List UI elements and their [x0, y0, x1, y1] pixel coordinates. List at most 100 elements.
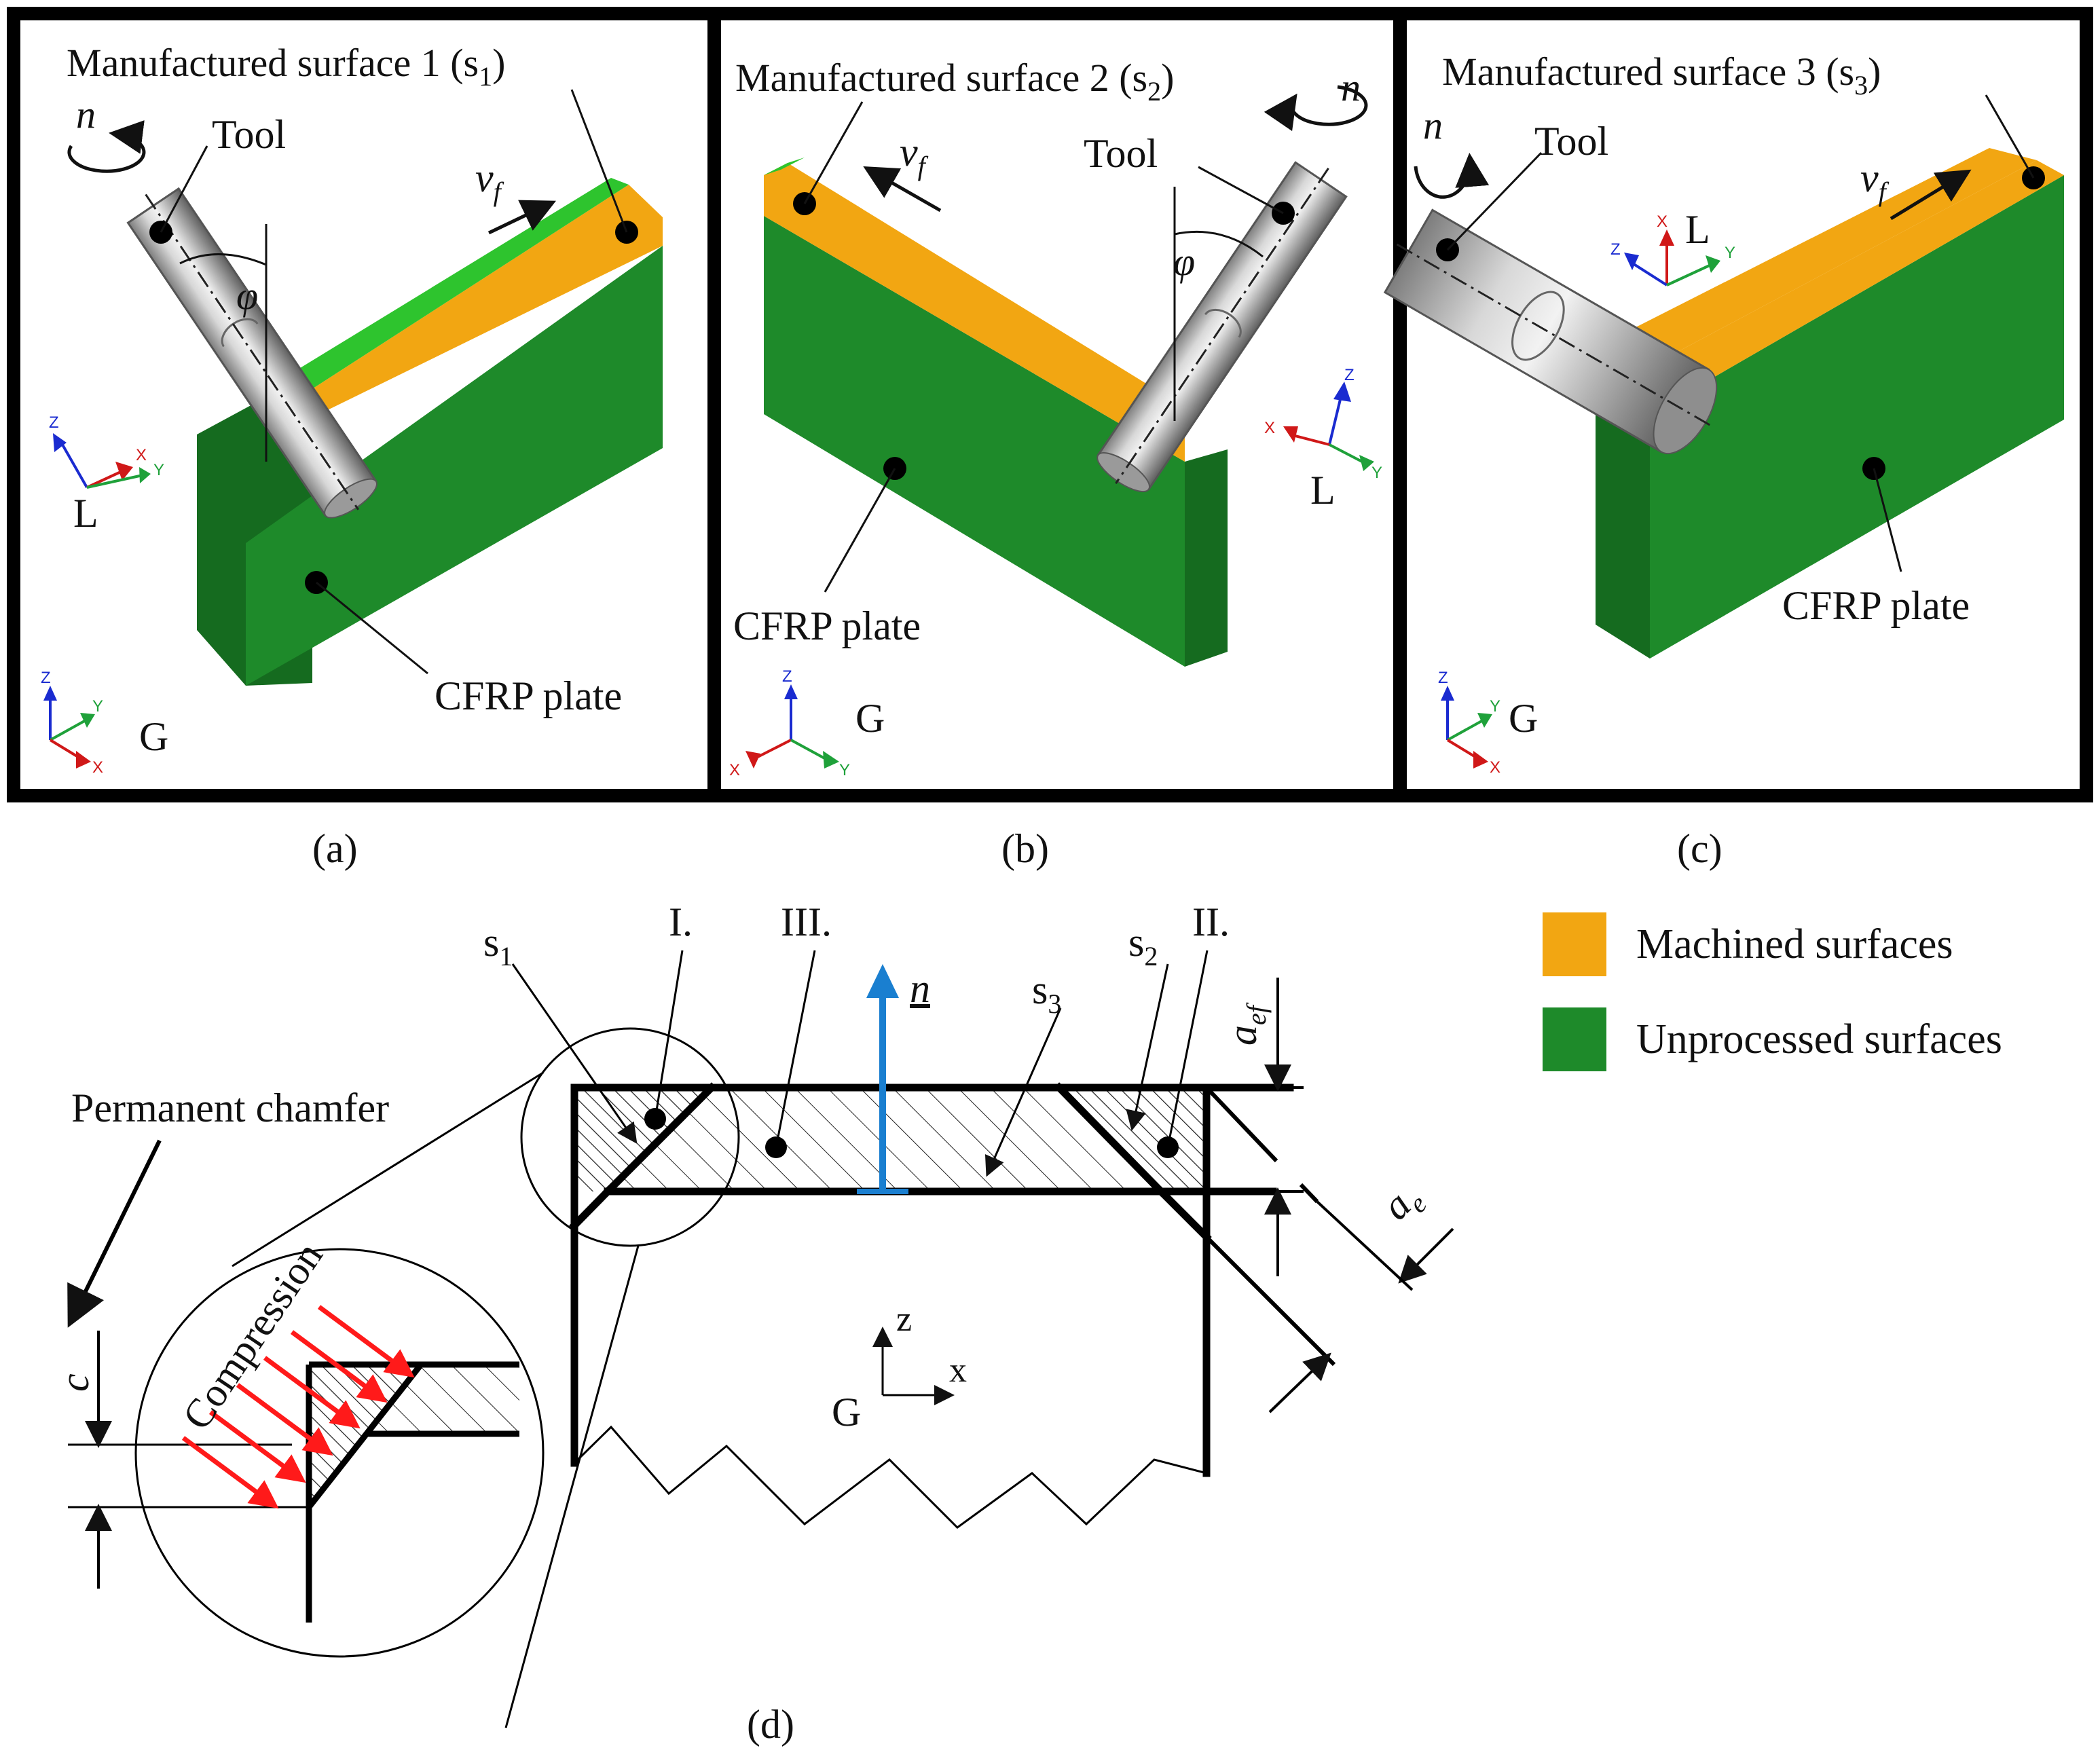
svg-text:Z: Z: [782, 667, 792, 686]
break-line: [573, 1425, 1207, 1529]
section-outline: [569, 1082, 1294, 1477]
ae-label: ae: [1374, 1174, 1433, 1234]
rotation-icon-b: [1264, 85, 1368, 132]
ae-arrow-bottom: [1268, 1352, 1331, 1413]
section-x-label: x: [949, 1351, 967, 1390]
svg-text:X: X: [136, 446, 147, 464]
caption-b: (b): [1001, 826, 1049, 871]
global-label-a: G: [139, 714, 168, 759]
ae-ref-line-top: [1204, 1086, 1278, 1163]
s2-arrow: [1126, 963, 1169, 1131]
aef-label: aef: [1220, 1002, 1272, 1045]
feed-arrow-b: [863, 166, 942, 212]
region-2: [1059, 1088, 1206, 1191]
zoom-source-circle: [520, 1027, 740, 1247]
phi-label-a: φ: [236, 274, 258, 318]
n-label-a: n: [76, 92, 96, 136]
svg-text:Y: Y: [92, 697, 103, 716]
local-axes-b: Z X Y: [1264, 366, 1382, 482]
svg-text:X: X: [729, 761, 740, 779]
plate-label-a: CFRP plate: [435, 673, 622, 718]
local-label-c: L: [1685, 207, 1710, 252]
feed-arrow-c: [1890, 169, 1972, 221]
legend-machined: Machined surfaces: [1543, 912, 1953, 976]
tool-leader-a: [160, 145, 208, 233]
normal-label: n: [910, 966, 930, 1011]
svg-text:Z: Z: [1610, 240, 1621, 259]
svg-text:Z: Z: [41, 669, 51, 687]
svg-text:Y: Y: [1490, 697, 1500, 716]
n-label-b: n: [1341, 65, 1361, 109]
svg-text:Y: Y: [1371, 464, 1382, 482]
svg-text:X: X: [1264, 419, 1275, 437]
local-axes-c: X Z Y: [1610, 212, 1735, 286]
legend-machined-swatch: [1543, 912, 1606, 976]
vf-label-b: vf: [900, 130, 929, 181]
surface-leader-b: [803, 101, 864, 204]
svg-text:Z: Z: [1438, 669, 1448, 687]
rotation-icon-c: [1414, 153, 1490, 199]
permanent-chamfer-label: Permanent chamfer: [71, 1086, 389, 1130]
title-c: Manufactured surface 3 (s3): [1442, 50, 1881, 100]
ae-ref-stub: [1299, 1183, 1319, 1204]
vf-label-a: vf: [475, 155, 504, 207]
plate-label-c: CFRP plate: [1782, 583, 1970, 628]
tool-label-c: Tool: [1534, 119, 1608, 164]
plate-label-b: CFRP plate: [733, 604, 921, 648]
c-label: c: [52, 1373, 97, 1392]
vf-label-c: vf: [1860, 155, 1890, 207]
region-1-label: I.: [669, 900, 693, 944]
svg-text:Z: Z: [49, 413, 59, 432]
section-global-label: G: [832, 1390, 861, 1434]
phi-arc-b: [1174, 230, 1264, 258]
surface-leader-a: [570, 89, 628, 233]
panel-frames: [7, 7, 2093, 802]
global-axes-c: Z Y X: [1438, 669, 1500, 777]
phi-label-b: φ: [1173, 240, 1195, 284]
global-label-b: G: [855, 696, 885, 741]
s1-arrow: [511, 963, 638, 1144]
zoom-connector-bottom: [504, 1245, 640, 1728]
section-z-label: z: [896, 1300, 912, 1339]
s2-label: s2: [1128, 920, 1158, 971]
permanent-chamfer-arrow: [67, 1139, 162, 1328]
local-label-b: L: [1310, 468, 1335, 513]
panel-c: n Tool Manufactured surface 3 (s3) vf CF…: [1383, 50, 2064, 777]
section-diagram: I. III. II. s1 s2 s3 n aef ae z x: [52, 900, 1454, 1747]
global-axes-b: Z X Y: [729, 667, 850, 779]
region-2-leader: [1166, 950, 1209, 1148]
plate-leader-b: [824, 468, 896, 593]
title-b: Manufactured surface 2 (s2): [735, 56, 1174, 107]
s1-label: s1: [483, 920, 513, 971]
svg-text:X: X: [1490, 758, 1500, 777]
zoom-connector-top: [232, 1071, 544, 1267]
svg-text:Y: Y: [1725, 244, 1735, 262]
tool-label-b: Tool: [1084, 131, 1158, 176]
tool-leader-c: [1446, 151, 1543, 251]
cfrp-plate-c: [1596, 148, 2064, 659]
tool-leader-b: [1198, 166, 1284, 215]
s3-label: s3: [1032, 967, 1061, 1019]
svg-text:Y: Y: [839, 761, 850, 779]
svg-text:X: X: [92, 758, 103, 777]
s3-arrow: [984, 1007, 1062, 1177]
region-3-label: III.: [781, 900, 832, 944]
cfrp-plate-b: [764, 158, 1228, 667]
rotation-icon-a: [67, 120, 146, 173]
region-3-leader: [775, 950, 816, 1148]
svg-text:X: X: [1657, 212, 1668, 231]
caption-c: (c): [1677, 826, 1723, 871]
plate-leader-c: [1873, 468, 1902, 572]
caption-d: (d): [747, 1702, 794, 1747]
region-1: [574, 1088, 712, 1191]
global-axes-a: Z Y X: [41, 669, 103, 777]
svg-text:Z: Z: [1344, 366, 1355, 384]
panel-a: φ n Tool Manufactured surface 1 (s1) vf …: [41, 41, 663, 777]
ae-ref-line-bottom: [1204, 1235, 1336, 1367]
tool-label-a: Tool: [212, 112, 286, 157]
ae-dim-line: [1316, 1200, 1414, 1291]
global-label-c: G: [1509, 696, 1538, 741]
caption-a: (a): [312, 826, 358, 871]
phi-arc-a: [179, 253, 267, 266]
legend-machined-label: Machined surfaces: [1636, 921, 1953, 967]
